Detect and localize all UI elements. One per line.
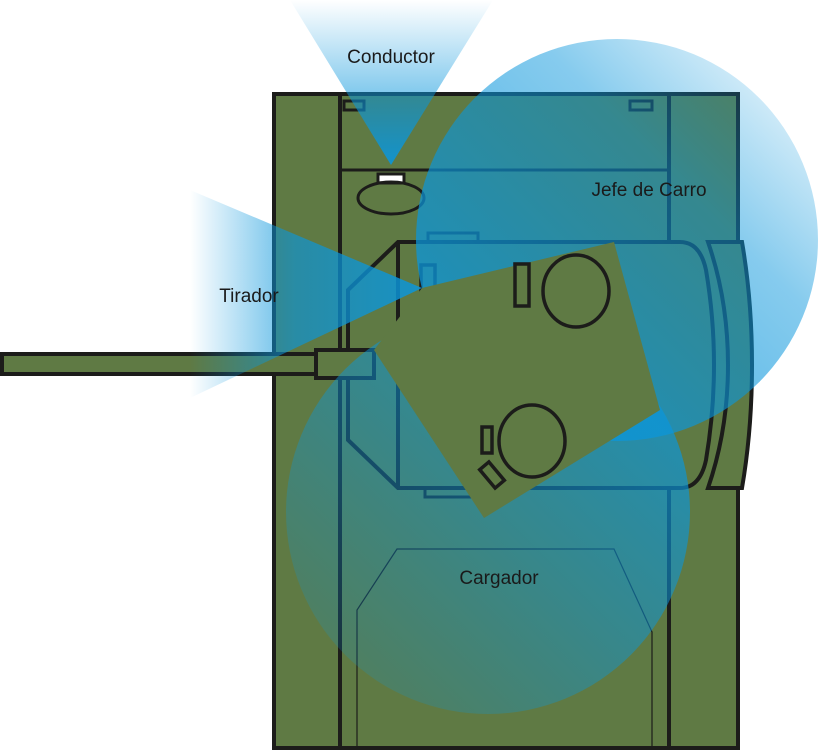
label-gunner: Tirador: [219, 286, 279, 307]
turret-uncovered-area: [374, 242, 660, 518]
label-loader: Cargador: [459, 568, 539, 589]
view-fields: [190, 0, 818, 714]
commander-sight-top: [513, 262, 531, 308]
gunner-view-field: [190, 190, 422, 398]
commander-hatch-top: [541, 253, 611, 329]
main-gun: [0, 348, 376, 380]
loader-periscope-top: [477, 459, 507, 491]
label-driver: Conductor: [347, 47, 435, 68]
driver-view-field: [290, 0, 493, 165]
label-commander: Jefe de Carro: [591, 180, 706, 201]
loader-sight-top: [480, 425, 494, 455]
loader-hatch-top: [497, 403, 567, 479]
